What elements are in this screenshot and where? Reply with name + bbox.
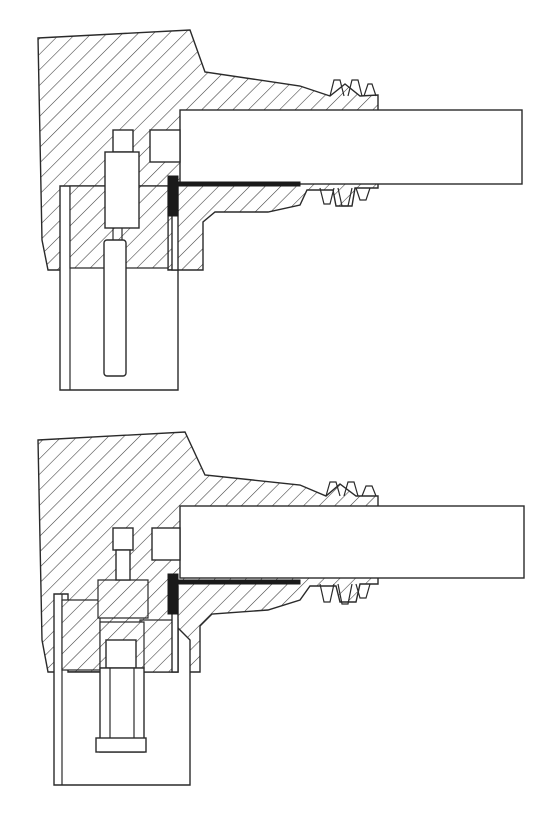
upper-dark-contact [167, 175, 301, 217]
lower-pin-head [97, 579, 149, 619]
lower-shaft-block [151, 527, 181, 561]
lower-section-view [37, 431, 525, 786]
lower-dark-contact [167, 573, 301, 615]
upper-pin-body [104, 151, 140, 229]
lower-shaft [179, 505, 525, 579]
upper-shaft [179, 109, 523, 185]
lower-pin-cap [112, 527, 134, 551]
lower-insert [61, 599, 101, 671]
upper-thread-bottom [319, 187, 371, 207]
upper-shaft-block [149, 129, 181, 163]
upper-section-view [37, 29, 523, 391]
lower-pin-collar [105, 639, 137, 669]
upper-pin-cap [112, 129, 134, 153]
lower-thread-bottom [319, 583, 371, 605]
lower-pin-tip [95, 737, 147, 753]
upper-pin-stem [103, 239, 127, 377]
lower-pin-neck [115, 549, 131, 581]
lower-thread-top [325, 481, 377, 497]
upper-thread-top [329, 79, 377, 97]
